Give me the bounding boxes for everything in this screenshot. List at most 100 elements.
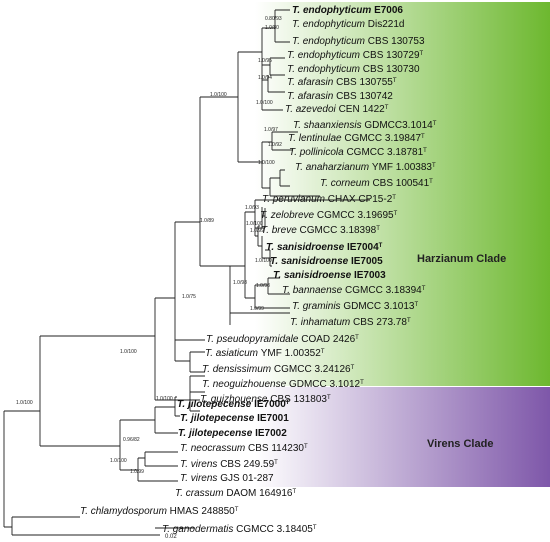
taxon-genus: T. [262, 194, 273, 205]
taxon-species: endophyticum [303, 19, 368, 30]
taxon-genus: T. [289, 147, 300, 158]
branch-peruv-san-group [254, 199, 370, 267]
taxon-strain: CBS 131803 [270, 394, 327, 405]
taxon-species: sanisidroense [284, 270, 354, 281]
taxon-genus: T. [290, 317, 301, 328]
taxon-label: T. inhamatum CBS 273.78T [290, 317, 411, 328]
support-value: 1.0/99 [250, 228, 264, 234]
taxon-species: jilotepecense [189, 413, 257, 424]
taxon-strain: YMF 1.00383 [372, 162, 432, 173]
taxon-species: lentinulae [299, 133, 345, 144]
support-value: 1.0/100 [255, 258, 272, 264]
taxon-genus: T. [180, 443, 191, 454]
taxon-strain: IE7005 [351, 256, 383, 267]
support-value: 1.0/98 [233, 280, 247, 286]
taxon-species: peruvianum [272, 194, 328, 205]
support-value: 1.0/100 [110, 458, 127, 464]
taxon-genus: T. [287, 64, 298, 75]
taxon-label: T. endophyticum Dis221d [292, 19, 405, 30]
taxon-species: neoguizhouense [213, 379, 289, 390]
taxon-strain: YMF 1.00352 [261, 348, 321, 359]
taxon-species: breve [272, 225, 300, 236]
type-strain-marker: T [393, 78, 397, 84]
type-strain-marker: T [407, 318, 411, 324]
taxon-species: virens [191, 459, 220, 470]
taxon-genus: T. [180, 473, 191, 484]
taxon-species: bannaense [293, 285, 345, 296]
taxon-genus: T. [292, 5, 303, 16]
taxon-label: T. azevedoi CEN 1422T [285, 104, 389, 115]
taxon-strain: GDMCC 3.1013 [343, 301, 415, 312]
type-strain-marker: T [423, 148, 427, 154]
taxon-genus: T. [178, 428, 189, 439]
taxon-genus: T. [206, 334, 217, 345]
taxon-species: anaharzianum [306, 162, 372, 173]
branch-aze-lent-group [261, 131, 320, 197]
taxon-label: T. ganodermatis CGMCC 3.18405T [162, 524, 317, 535]
taxon-genus: T. [292, 36, 303, 47]
taxon-label: T. lentinulae CGMCC 3.19847T [288, 133, 425, 144]
support-value: 0.80/93 [265, 16, 282, 22]
taxon-label: T. sanisidroense IE7003 [273, 270, 386, 281]
taxon-strain: DAOM 164916 [226, 488, 293, 499]
harzianum-clade-band [255, 2, 550, 386]
taxon-genus: T. [261, 225, 272, 236]
taxon-strain: CBS 130729 [363, 50, 420, 61]
taxon-genus: T. [270, 256, 281, 267]
taxon-species: endophyticum [303, 5, 374, 16]
taxon-species: asiaticum [216, 348, 261, 359]
taxon-strain: CBS 130755 [336, 77, 393, 88]
support-value: 1.0/100 [156, 396, 173, 402]
type-strain-marker: T [394, 211, 398, 217]
taxon-strain: GJS 01-287 [220, 473, 274, 484]
support-value: 1.0/100 [120, 349, 137, 355]
taxon-genus: T. [202, 364, 213, 375]
taxon-strain: CGMCC 3.19847 [344, 133, 421, 144]
taxon-strain: CBS 130753 [368, 36, 425, 47]
taxon-strain: GDMCC3.1014 [364, 120, 433, 131]
taxon-species: corneum [331, 178, 373, 189]
taxon-strain: IE7000 [254, 399, 286, 410]
taxon-genus: T. [287, 91, 298, 102]
taxon-strain: CBS 100541 [372, 178, 429, 189]
taxon-label: T. anaharzianum YMF 1.00383T [295, 162, 436, 173]
taxon-strain: IE7003 [354, 270, 386, 281]
type-strain-marker: T [429, 179, 433, 185]
taxon-labels: T. endophyticum E7006 T. endophyticum Dis… [80, 5, 437, 535]
type-strain-marker: T [304, 444, 308, 450]
taxon-strain: IE7001 [257, 413, 289, 424]
type-strain-marker: T [376, 226, 380, 232]
taxon-strain: E7006 [374, 5, 403, 16]
branch-ingroup [39, 335, 155, 447]
support-value: 1.0/97 [264, 127, 278, 133]
taxon-genus: T. [287, 50, 298, 61]
type-strain-marker: T [321, 349, 325, 355]
taxon-genus: T. [273, 270, 284, 281]
tree-branches [3, 9, 370, 536]
taxon-strain: CGMCC 3.24126 [274, 364, 351, 375]
support-value: 1.0/80 [265, 25, 279, 31]
harzianum-clade-label: Harzianum Clade [417, 253, 506, 265]
taxon-species: endophyticum [298, 64, 363, 75]
taxon-genus: T. [175, 488, 186, 499]
taxon-strain: GDMCC 3.1012 [289, 379, 361, 390]
taxon-species: inhamatum [301, 317, 353, 328]
type-strain-marker: T [433, 121, 437, 127]
taxon-label: T. endophyticum CBS 130730 [287, 64, 420, 75]
taxon-label: T. pseudopyramidale COAD 2426T [206, 334, 359, 345]
taxon-label: T. virens GJS 01-287 [180, 473, 274, 484]
taxon-strain: CGMCC 3.18394 [345, 285, 422, 296]
branch-endophyticum-group [237, 9, 290, 163]
taxon-genus: T. [205, 348, 216, 359]
type-strain-marker: T [360, 380, 364, 386]
taxon-label: T. endophyticum CBS 130753 [292, 36, 425, 47]
taxon-label: T. afarasin CBS 130742 [287, 91, 393, 102]
taxon-label: T. afarasin CBS 130755T [287, 77, 397, 88]
branch-root [3, 410, 160, 536]
taxon-label: T. jilotepecense IE7000T [177, 399, 290, 410]
support-value: 1.0/100 [258, 160, 275, 166]
taxon-label: T. neoguizhouense GDMCC 3.1012T [202, 379, 364, 390]
type-strain-marker: T [432, 163, 436, 169]
taxon-label: T. jilotepecense IE7002 [178, 428, 287, 439]
